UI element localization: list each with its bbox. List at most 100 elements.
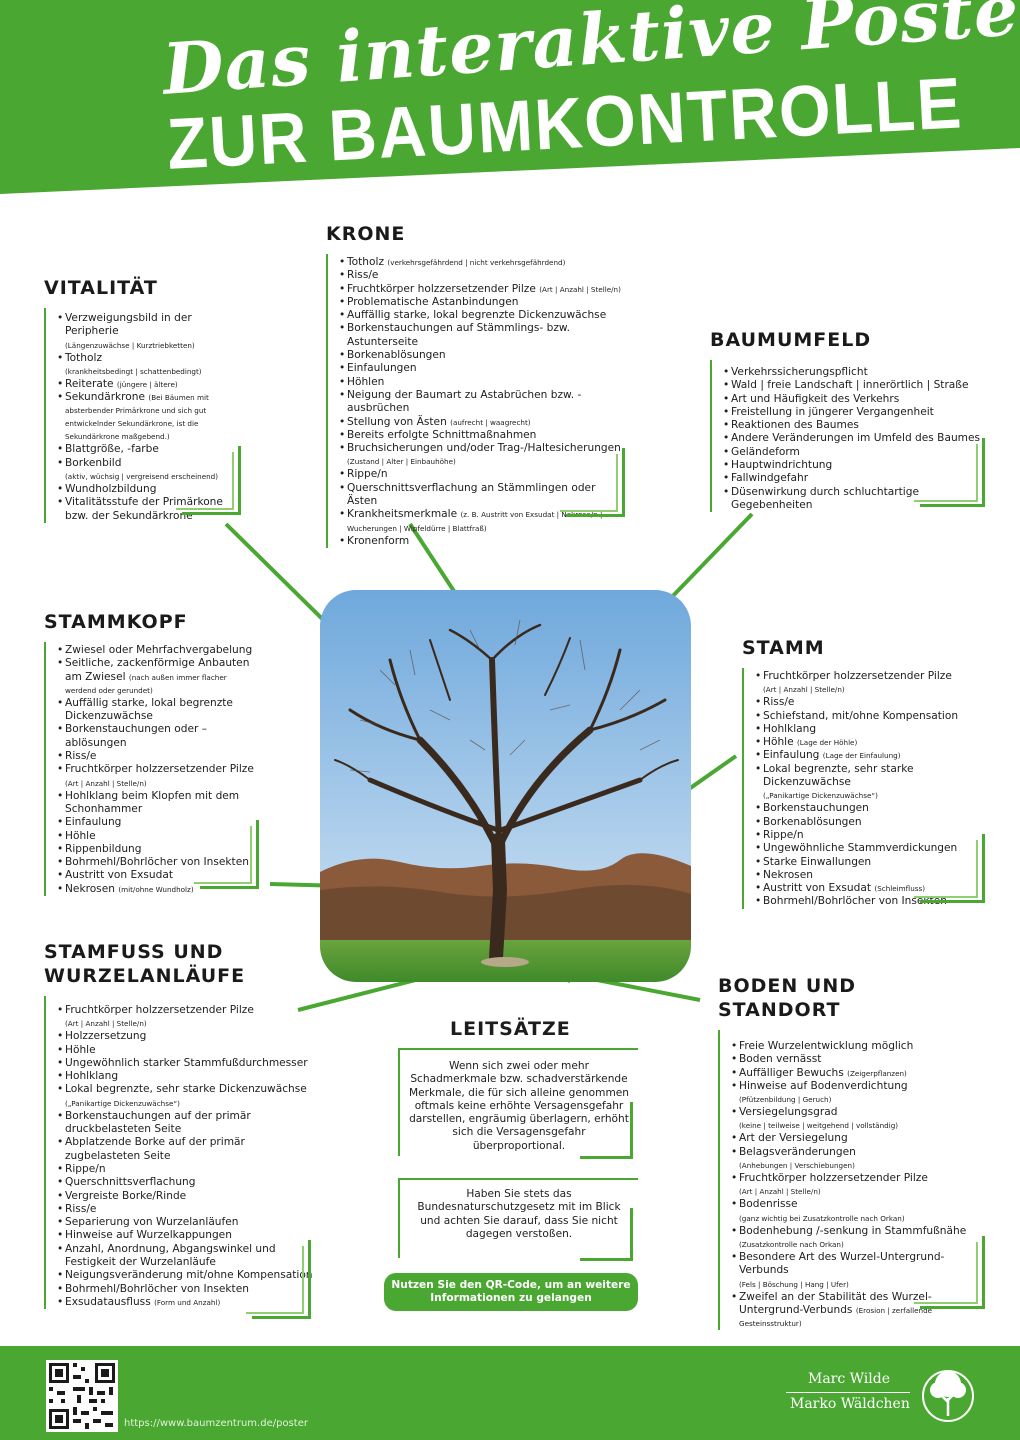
- list-item: Fallwindgefahr: [723, 472, 990, 486]
- item-detail: (Bei Bäumen mit: [148, 393, 209, 403]
- item-subtext: (ganz wichtig bei Zusatzkontrolle nach O…: [739, 1213, 905, 1223]
- section-stammkopf: STAMMKOPF Zwiesel oder Mehrfachvergabelu…: [44, 610, 264, 896]
- list-item: Lokal begrenzte, sehr starke Dickenzuwäc…: [755, 763, 992, 803]
- item-list: Freie Wurzelentwicklung möglichBoden ver…: [718, 1030, 980, 1331]
- item-text: Auffällig starke, lokal begrenzte Dicken…: [65, 696, 233, 723]
- item-text: Vergreiste Borke/Rinde: [65, 1189, 187, 1202]
- list-item: Zwiesel oder Mehrfachvergabelung: [57, 644, 264, 658]
- item-text: Hinweise auf Bodenverdichtung: [739, 1079, 908, 1092]
- qr-code-icon[interactable]: [46, 1360, 118, 1432]
- item-text: Höhle: [763, 736, 794, 749]
- list-item: Besondere Art des Wurzel-Untergrund-Verb…: [731, 1251, 980, 1291]
- item-text: Borkenstauchungen auf der primär druckbe…: [65, 1109, 251, 1136]
- item-subtext: (Pfützenbildung | Geruch): [739, 1095, 832, 1105]
- list-item: Hauptwindrichtung: [723, 459, 990, 473]
- item-text: Verkehrssicherungspflicht: [731, 366, 868, 378]
- section-title-2: WURZELANLÄUFE: [44, 965, 246, 987]
- item-text: Holzzersetzung: [65, 1030, 147, 1043]
- item-text: Riss/e: [65, 1202, 97, 1215]
- list-item: Fruchtkörper holzzersetzender Pilze(Art …: [731, 1172, 980, 1198]
- leitsatz-text-2: Haben Sie stets das Bundesnaturschutzges…: [417, 1188, 621, 1240]
- item-text: Schiefstand, mit/ohne Kompensation: [763, 709, 959, 722]
- section-title: KRONE: [326, 223, 406, 245]
- item-text: Einfaulung: [65, 816, 122, 829]
- item-text: Rippenbildung: [65, 842, 142, 855]
- item-detail: (jüngere | ältere): [116, 379, 178, 389]
- item-subtext: absterbender Primärkrone und sich gut en…: [65, 406, 207, 442]
- corner-mark: [560, 454, 618, 512]
- item-subtext: (Art | Anzahl | Stelle/n): [65, 1019, 147, 1029]
- section-title: BODEN UND: [718, 975, 857, 997]
- list-item: Separierung von Wurzelanläufen: [57, 1216, 314, 1230]
- list-item: Austritt von Exsudat: [57, 869, 264, 883]
- list-item: Höhle (Lage der Höhle): [755, 736, 992, 750]
- corner-mark: [580, 1102, 633, 1159]
- list-item: Freie Wurzelentwicklung möglich: [731, 1040, 980, 1054]
- list-item: Art der Versiegelung: [731, 1132, 980, 1146]
- section-stammfuss: STAMFUSS UND WURZELANLÄUFE Fruchtkörper …: [44, 940, 314, 1310]
- list-item: Borkenbild(aktiv, wüchsig | vergreisend …: [57, 457, 244, 483]
- item-text: Rippe/n: [65, 1162, 106, 1175]
- list-item: Fruchtkörper holzzersetzender Pilze(Art …: [755, 670, 992, 696]
- list-item: Neigungsveränderung mit/ohne Kompensatio…: [57, 1269, 314, 1283]
- item-text: Problematische Astanbindungen: [347, 295, 519, 308]
- item-text: Einfaulungen: [347, 362, 417, 375]
- item-text: Besondere Art des Wurzel-Untergrund-Verb…: [739, 1250, 945, 1277]
- item-subtext: (Art | Anzahl | Stelle/n): [763, 685, 845, 695]
- list-item: Hinweise auf Wurzelkappungen: [57, 1229, 314, 1243]
- list-item: Querschnittsverflachung an Stämmlingen o…: [339, 482, 626, 509]
- item-detail: (Schleimfluss): [874, 884, 926, 894]
- item-text: Art der Versiegelung: [739, 1132, 848, 1145]
- item-detail: (z. B. Austritt von Exsudat | Nekrose/n …: [460, 510, 603, 520]
- list-item: Düsenwirkung durch schluchtartige Gegebe…: [723, 486, 990, 513]
- list-item: Problematische Astanbindungen: [339, 295, 626, 310]
- list-item: Hohlklang beim Klopfen mit dem Schonhamm…: [57, 790, 264, 817]
- leitsatz-box-2: Haben Sie stets das Bundesnaturschutzges…: [398, 1178, 638, 1258]
- qr-info-button[interactable]: Nutzen Sie den QR-Code, um an weitere In…: [384, 1273, 638, 1311]
- list-item: Riss/e: [339, 269, 626, 283]
- item-list: Zwiesel oder MehrfachvergabelungSeitlich…: [44, 642, 264, 896]
- list-item: Wundholzbildung: [57, 483, 244, 497]
- list-item: Borkenstauchungen oder –ablösungen: [57, 723, 264, 750]
- item-text: Nekrosen: [65, 882, 115, 895]
- item-subtext: („Panikartige Dickenzuwächse“): [65, 1098, 180, 1108]
- item-text: Lokal begrenzte, sehr starke Dickenzuwäc…: [763, 762, 914, 789]
- item-text: Düsenwirkung durch schluchtartige Gegebe…: [731, 485, 919, 511]
- section-boden: BODEN UND STANDORT Freie Wurzelentwicklu…: [718, 974, 980, 1331]
- item-text: Lokal begrenzte, sehr starke Dickenzuwäc…: [65, 1083, 307, 1096]
- item-subtext: werdend oder gerundet): [65, 685, 153, 695]
- corner-mark: [194, 826, 252, 884]
- list-item: Geländeform: [723, 446, 990, 460]
- section-vitalitaet: VITALITÄT Verzweigungsbild in der Periph…: [44, 276, 244, 523]
- item-list: Verzweigungsbild in der Peripherie(Länge…: [44, 308, 244, 523]
- list-item: Bruchsicherungen und/oder Trag-/Haltesic…: [339, 442, 626, 468]
- item-text: Wald | freie Landschaft | innerörtlich |…: [731, 379, 969, 392]
- item-text: Andere Veränderungen im Umfeld des Baume…: [731, 432, 981, 445]
- item-text: Ungewöhnlich starker Stammfußdurchmesser: [65, 1056, 308, 1069]
- list-item: Totholz(krankheitsbedingt | schattenbedi…: [57, 352, 244, 378]
- item-text: Kronenform: [347, 534, 410, 547]
- list-item: Nekrosen (mit/ohne Wundholz): [57, 882, 264, 897]
- list-item: Vitalitätsstufe der Primärkone bzw. der …: [57, 496, 244, 523]
- list-item: Stellung von Ästen (aufrecht | waagrecht…: [339, 416, 626, 430]
- item-text: Reaktionen des Baumes: [731, 419, 859, 432]
- item-text: Riss/e: [763, 696, 795, 709]
- item-text: Borkenstauchungen auf Stämmlings- bzw. A…: [347, 322, 570, 348]
- list-item: Einfaulung: [57, 816, 264, 830]
- item-text: Starke Einwallungen: [763, 855, 872, 868]
- item-detail: (Form und Anzahl): [154, 1297, 221, 1307]
- list-item: Abplatzende Borke auf der primär zugbela…: [57, 1136, 314, 1163]
- leitsatz-box-1: Wenn sich zwei oder mehr Schadmerkmale b…: [398, 1048, 638, 1156]
- item-text: Austritt von Exsudat: [763, 882, 872, 895]
- list-item: Zweifel an der Stabilität des Wurzel-Unt…: [731, 1291, 980, 1331]
- item-text: Totholz: [347, 256, 385, 268]
- item-text: Bohrmehl/Bohrlöcher von Insekten: [65, 856, 249, 869]
- list-item: Belagsveränderungen(Anhebungen | Verschi…: [731, 1146, 980, 1172]
- name-divider: [786, 1392, 910, 1393]
- corner-mark: [920, 438, 985, 507]
- item-text: Fruchtkörper holzzersetzender Pilze: [65, 763, 254, 776]
- item-text: Fruchtkörper holzzersetzender Pilze: [65, 1004, 254, 1016]
- item-detail: (mit/ohne Wundholz): [118, 884, 194, 894]
- footer-url[interactable]: https://www.baumzentrum.de/poster: [124, 1418, 308, 1429]
- corner-mark: [914, 1242, 978, 1304]
